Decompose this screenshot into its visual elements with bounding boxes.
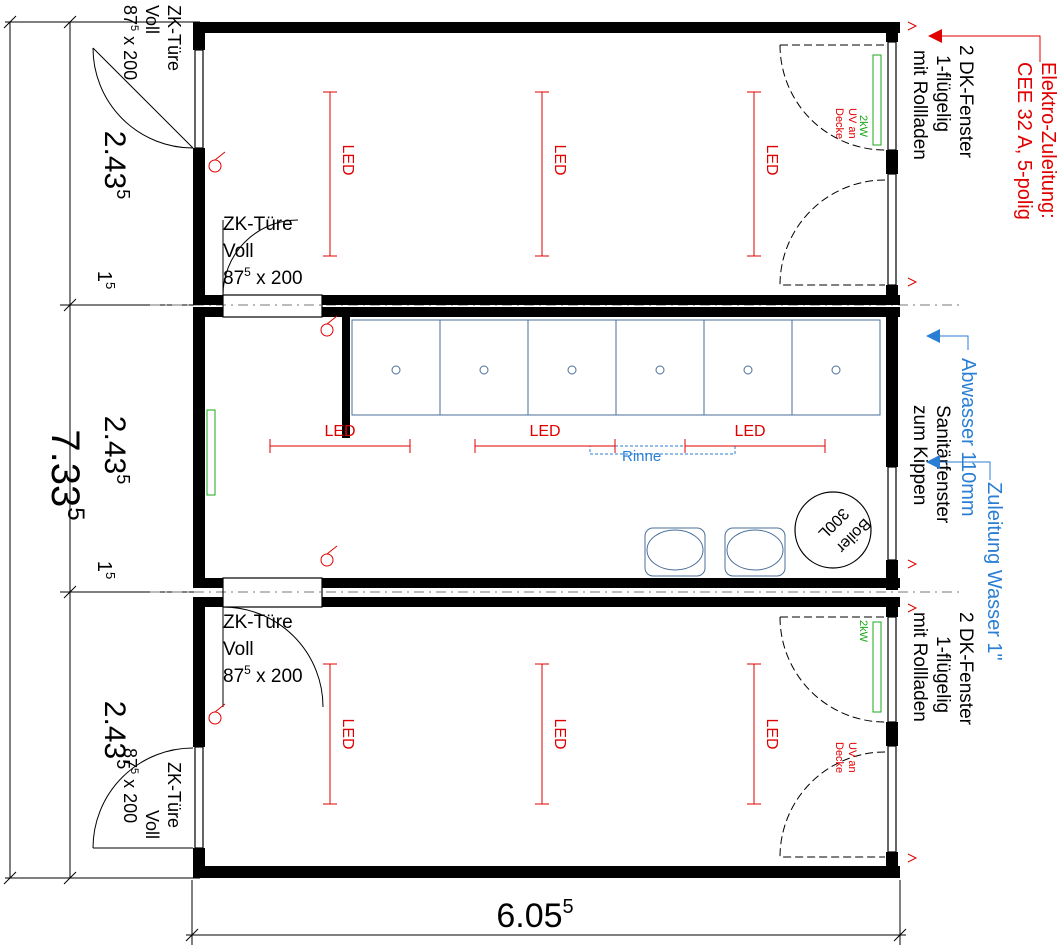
break-marks	[907, 21, 918, 863]
uv-label-3: UV an	[846, 742, 858, 773]
door-size: 875 x 200	[120, 748, 140, 823]
drain-channel: Rinne	[589, 445, 736, 465]
module-c-dim: 2.435	[98, 701, 133, 769]
window-label-1: 2 DK-Fenster	[955, 45, 976, 159]
power-arrow-icon	[928, 29, 942, 43]
sanitary-window-2: zum Kippen	[909, 405, 930, 505]
heater-label-top: 2kW	[857, 115, 869, 138]
led-fixtures	[269, 91, 826, 805]
uv-labels: UV an Decke UV an Decke	[833, 108, 858, 773]
waste-water-label: Abwasser 110mm	[957, 358, 979, 517]
led-label: LED	[734, 423, 765, 440]
led-label: LED	[551, 144, 568, 175]
led-labels: LED LED LED LED LED LED LED LED LED	[324, 144, 780, 749]
led-label: LED	[339, 144, 356, 175]
uv-label-1: UV an	[846, 108, 858, 139]
door-type: Voll	[223, 639, 254, 660]
led-label: LED	[339, 718, 356, 749]
total-height-dim: 7.335	[43, 429, 89, 520]
window-labels: 2 DK-Fenster 1-flügelig mit Rollladen Sa…	[909, 45, 976, 726]
total-width-dim: 6.055	[496, 896, 573, 935]
window-label-2: 1-flügelig	[932, 55, 953, 132]
door-type: Voll	[142, 810, 162, 839]
door-swings	[92, 44, 886, 858]
water-arrow-icon	[926, 455, 940, 469]
power-label-2: CEE 32 A, 5-polig	[1013, 62, 1035, 220]
window-label-3: mit Rollladen	[909, 50, 930, 160]
window-frames	[194, 41, 897, 853]
door-label: ZK-Türe	[164, 762, 184, 828]
gap-2-dim: 15	[93, 561, 118, 579]
led-label: LED	[763, 718, 780, 749]
power-label-1: Elektro-Zuleitung:	[1037, 62, 1059, 219]
drain-label: Rinne	[622, 448, 661, 465]
dimension-lines	[3, 15, 960, 945]
door-size: 875 x 200	[223, 663, 303, 687]
led-label: LED	[324, 423, 355, 440]
led-label: LED	[551, 718, 568, 749]
uv-label-4: Decke	[833, 742, 845, 773]
power-supply: Elektro-Zuleitung: CEE 32 A, 5-polig	[928, 29, 1059, 220]
door-labels: ZK-Türe Voll 875 x 200 ZK-Türe Voll 875 …	[120, 5, 303, 839]
switch-icons	[208, 151, 338, 725]
door-size: 875 x 200	[223, 265, 303, 289]
sanitary-window-1: Sanitärfenster	[932, 405, 953, 524]
window-label-3b: mit Rollladen	[909, 612, 930, 722]
shower-cabins	[351, 319, 881, 416]
uv-label-2: Decke	[833, 108, 845, 139]
walls	[193, 22, 900, 878]
door-size: 875 x 200	[120, 5, 140, 80]
gap-1-dim: 15	[93, 271, 118, 289]
led-label: LED	[763, 144, 780, 175]
boiler: Boiler 300L	[794, 491, 874, 569]
module-a-dim: 2.435	[98, 131, 133, 199]
door-label: ZK-Türe	[164, 5, 184, 71]
heater-label-bottom: 2kW	[857, 620, 869, 643]
waste-water: Abwasser 110mm	[926, 329, 979, 517]
window-label-2b: 1-flügelig	[932, 636, 953, 713]
door-label: ZK-Türe	[223, 214, 293, 235]
wash-basins	[644, 527, 786, 577]
dimension-text: 7.335 2.435 2.435 2.435 15 15 6.055	[43, 131, 574, 935]
door-type: Voll	[142, 5, 162, 34]
heaters: 2kW 2kW	[206, 54, 882, 713]
led-label: LED	[529, 423, 560, 440]
door-label: ZK-Türe	[223, 612, 293, 633]
water-supply-label: Zuleitung Wasser 1"	[983, 482, 1005, 661]
window-label-1b: 2 DK-Fenster	[955, 612, 976, 726]
module-b-dim: 2.435	[98, 416, 133, 484]
door-type: Voll	[223, 241, 254, 262]
waste-arrow-icon	[926, 329, 940, 343]
water-supply: Zuleitung Wasser 1"	[926, 455, 1005, 661]
